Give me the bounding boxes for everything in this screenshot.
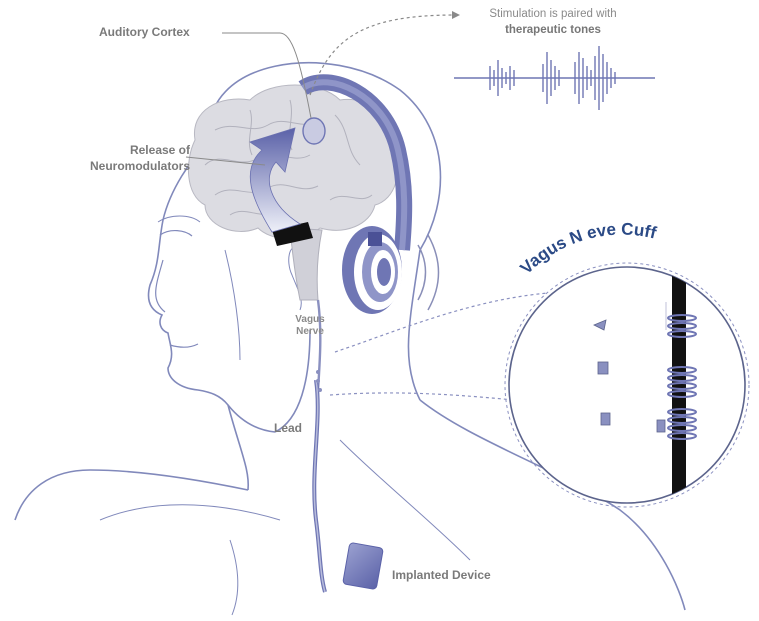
label-lead: Lead xyxy=(274,421,302,435)
implanted-device-icon xyxy=(343,542,384,589)
label-auditory-cortex: Auditory Cortex xyxy=(99,25,190,39)
label-vagus-line1: Vagus xyxy=(280,314,340,326)
nerve-cuff-icon: Vagus N eve Cuff xyxy=(505,219,749,507)
label-release-line1: Release of xyxy=(40,142,190,158)
label-stimulation: Stimulation is paired with therapeutic t… xyxy=(458,6,648,38)
sound-wave-icon xyxy=(454,46,655,110)
label-stimulation-line2: therapeutic tones xyxy=(458,22,648,38)
label-vagus-line2: Nerve xyxy=(280,326,340,338)
label-vagus-nerve: Vagus Nerve xyxy=(280,314,340,338)
label-implanted-device: Implanted Device xyxy=(392,568,491,582)
label-release-line2: Neuromodulators xyxy=(40,158,190,174)
auditory-cortex-marker xyxy=(303,118,325,144)
label-stimulation-line1: Stimulation is paired with xyxy=(458,6,648,22)
lead-wire xyxy=(314,380,325,592)
label-release: Release of Neuromodulators xyxy=(40,142,190,174)
